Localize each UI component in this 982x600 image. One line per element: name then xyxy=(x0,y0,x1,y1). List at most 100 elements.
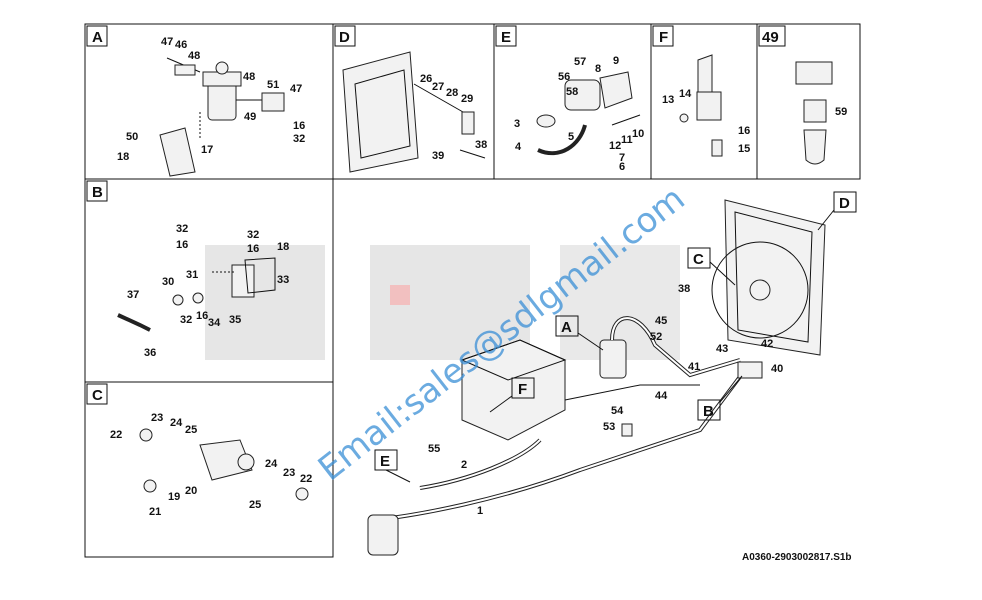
svg-text:37: 37 xyxy=(127,289,139,301)
svg-text:32: 32 xyxy=(293,133,305,145)
svg-text:58: 58 xyxy=(566,86,578,98)
svg-text:59: 59 xyxy=(835,106,847,118)
panel-borders xyxy=(84,23,861,558)
main-marker-d: D xyxy=(817,191,857,231)
svg-text:25: 25 xyxy=(185,424,197,436)
panel-letter-d: D xyxy=(334,25,356,47)
panel-c-drawing xyxy=(139,428,309,501)
svg-text:33: 33 xyxy=(277,274,289,286)
svg-text:16: 16 xyxy=(196,310,208,322)
svg-text:19: 19 xyxy=(168,491,180,503)
panel-c-callouts: 23 24 25 22 24 23 22 19 20 21 25 xyxy=(110,412,312,518)
main-view-callouts: 38 45 52 43 42 41 40 44 54 53 55 2 1 xyxy=(428,283,783,517)
svg-text:A: A xyxy=(92,29,103,46)
svg-text:53: 53 xyxy=(603,421,615,433)
svg-text:6: 6 xyxy=(619,161,625,173)
svg-text:9: 9 xyxy=(613,55,619,67)
svg-text:42: 42 xyxy=(761,338,773,350)
svg-text:45: 45 xyxy=(655,315,667,327)
svg-text:7: 7 xyxy=(619,152,625,164)
svg-text:C: C xyxy=(92,387,103,404)
svg-text:48: 48 xyxy=(243,71,255,83)
panel-49-drawing xyxy=(795,61,833,165)
svg-text:F: F xyxy=(518,381,527,398)
svg-text:16: 16 xyxy=(293,120,305,132)
svg-text:55: 55 xyxy=(428,443,440,455)
svg-text:56: 56 xyxy=(558,71,570,83)
main-marker-f: F xyxy=(489,377,535,413)
svg-text:16: 16 xyxy=(176,239,188,251)
panel-letter-e: E xyxy=(495,25,517,47)
svg-text:D: D xyxy=(839,195,850,212)
svg-text:41: 41 xyxy=(688,361,700,373)
svg-text:16: 16 xyxy=(738,125,750,137)
svg-text:14: 14 xyxy=(679,88,692,100)
svg-text:13: 13 xyxy=(662,94,674,106)
panel-letter-49: 49 xyxy=(758,25,786,47)
svg-text:34: 34 xyxy=(208,317,221,329)
panel-a-drawing xyxy=(159,57,285,177)
svg-text:11: 11 xyxy=(621,134,633,146)
panel-f-callouts: 13 14 16 15 xyxy=(662,88,750,155)
svg-text:49: 49 xyxy=(762,29,779,46)
svg-text:25: 25 xyxy=(249,499,261,511)
main-marker-e: E xyxy=(374,449,411,483)
svg-text:17: 17 xyxy=(201,144,213,156)
panel-b-callouts: 32 16 32 16 18 33 30 31 37 32 16 34 35 3… xyxy=(127,223,289,359)
svg-text:B: B xyxy=(703,403,714,420)
svg-text:39: 39 xyxy=(432,150,444,162)
svg-text:16: 16 xyxy=(247,243,259,255)
main-assembly-drawing xyxy=(367,199,826,556)
svg-text:C: C xyxy=(693,251,704,268)
svg-text:40: 40 xyxy=(771,363,783,375)
svg-text:48: 48 xyxy=(188,50,200,62)
svg-text:E: E xyxy=(380,453,390,470)
svg-text:A: A xyxy=(561,319,572,336)
svg-text:36: 36 xyxy=(144,347,156,359)
svg-text:22: 22 xyxy=(300,473,312,485)
svg-text:18: 18 xyxy=(277,241,289,253)
svg-text:D: D xyxy=(339,29,350,46)
svg-text:12: 12 xyxy=(609,140,621,152)
panel-letter-f: F xyxy=(652,25,674,47)
svg-text:47: 47 xyxy=(290,83,302,95)
svg-text:24: 24 xyxy=(265,458,278,470)
panel-e-drawing xyxy=(536,71,641,156)
svg-text:54: 54 xyxy=(611,405,624,417)
svg-text:F: F xyxy=(659,29,668,46)
svg-text:46: 46 xyxy=(175,39,187,51)
svg-text:50: 50 xyxy=(126,131,138,143)
svg-text:23: 23 xyxy=(151,412,163,424)
svg-text:4: 4 xyxy=(515,141,522,153)
svg-text:22: 22 xyxy=(110,429,122,441)
main-marker-a: A xyxy=(555,315,604,351)
svg-text:E: E xyxy=(501,29,511,46)
panel-a-callouts: 47 46 48 48 51 47 49 50 16 32 18 17 xyxy=(117,36,305,163)
panel-b-drawing xyxy=(117,257,276,332)
svg-text:1: 1 xyxy=(477,505,483,517)
svg-text:31: 31 xyxy=(186,269,198,281)
svg-text:27: 27 xyxy=(432,81,444,93)
svg-text:20: 20 xyxy=(185,485,197,497)
svg-text:24: 24 xyxy=(170,417,183,429)
svg-text:5: 5 xyxy=(568,131,574,143)
svg-text:B: B xyxy=(92,184,103,201)
svg-text:23: 23 xyxy=(283,467,295,479)
main-marker-c: C xyxy=(687,247,736,286)
svg-text:28: 28 xyxy=(446,87,458,99)
svg-text:38: 38 xyxy=(678,283,690,295)
svg-text:18: 18 xyxy=(117,151,129,163)
svg-text:2: 2 xyxy=(461,459,467,471)
panel-letter-c: C xyxy=(86,383,108,405)
logo-blocks xyxy=(205,245,680,360)
svg-text:32: 32 xyxy=(247,229,259,241)
svg-text:49: 49 xyxy=(244,111,256,123)
svg-text:38: 38 xyxy=(475,139,487,151)
svg-text:57: 57 xyxy=(574,56,586,68)
svg-text:10: 10 xyxy=(632,128,644,140)
svg-text:3: 3 xyxy=(514,118,520,130)
svg-text:32: 32 xyxy=(176,223,188,235)
svg-text:35: 35 xyxy=(229,314,241,326)
svg-text:15: 15 xyxy=(738,143,750,155)
